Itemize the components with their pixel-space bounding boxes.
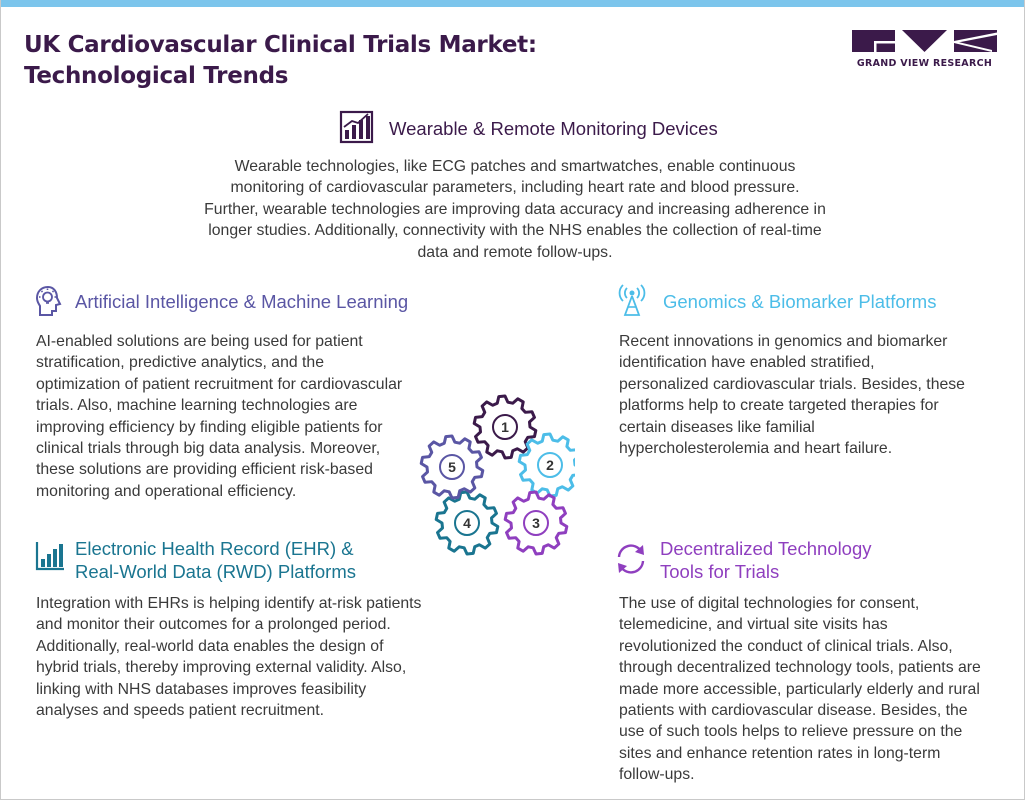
- logo-text: GRAND VIEW RESEARCH: [856, 58, 993, 69]
- genomics-text-line: platforms help to create targeted therap…: [619, 397, 939, 415]
- genomics-description: Recent innovations in genomics and bioma…: [619, 331, 989, 459]
- wearable-text-line: data and remote follow-ups.: [417, 243, 613, 261]
- page-title: UK Cardiovascular Clinical Trials Market…: [24, 30, 537, 92]
- genomics-heading: Genomics & Biomarker Platforms: [663, 291, 937, 312]
- ehr-text-line: hybrid trials, thereby improving externa…: [36, 659, 407, 677]
- gear-number: 1: [501, 419, 509, 435]
- gear-2: 2: [517, 432, 575, 498]
- wearable-text-line: monitoring of cardiovascular parameters,…: [230, 179, 800, 197]
- decentralized-text-line: sites and enhance retention rates in lon…: [619, 744, 941, 762]
- ai-text-line: clinical trials through big data analysi…: [36, 440, 381, 458]
- gear-number: 4: [463, 515, 471, 531]
- ehr-text-line: and monitor their outcomes for a prolong…: [36, 616, 391, 634]
- growth-chart-icon: [35, 542, 64, 571]
- ai-text-line: trials. Also, machine learning technolog…: [36, 397, 358, 415]
- gear-hub: [454, 510, 480, 536]
- bar-chart-icon: [339, 110, 374, 144]
- gear-hub: [523, 510, 549, 536]
- decentralized-text-line: telemedicine, and virtual site visits ha…: [619, 616, 888, 634]
- gear-outline: [517, 432, 575, 498]
- gear-4: 4: [434, 490, 500, 556]
- decentralized-heading: Decentralized Technology Tools for Trial…: [660, 537, 872, 583]
- ai-text-line: these solutions are providing efficient …: [36, 461, 373, 479]
- gear-outline: [419, 434, 485, 500]
- decentralized-heading-line-2: Tools for Trials: [660, 561, 780, 582]
- top-accent-bar: [0, 0, 1025, 7]
- genomics-text-line: hypercholesterolemia and heart failure.: [619, 440, 893, 458]
- decentralized-text-line: The use of digital technologies for cons…: [619, 595, 920, 612]
- ai-text-line: stratification, predictive analytics, an…: [36, 354, 325, 372]
- decentralized-text-line: made more accessible, particularly elder…: [619, 680, 980, 698]
- ehr-heading-line-2: Real-World Data (RWD) Platforms: [75, 561, 356, 582]
- wearable-heading: Wearable & Remote Monitoring Devices: [389, 118, 718, 139]
- gear-number: 2: [546, 457, 554, 473]
- ehr-text-line: Additionally, real-world data enables th…: [36, 637, 384, 655]
- decentralized-heading-line-1: Decentralized Technology: [660, 538, 872, 559]
- gear-outline: [503, 490, 569, 556]
- gears-diagram: 1 2 3 4 5: [419, 394, 575, 556]
- decentralized-text-line: through decentralized technology tools, …: [619, 659, 981, 677]
- ai-description: AI-enabled solutions are being used for …: [36, 331, 416, 502]
- ehr-heading-line-1: Electronic Health Record (EHR) &: [75, 538, 354, 559]
- ehr-text-line: analyses and speeds patient recruitment.: [36, 702, 325, 720]
- refresh-arrows-icon: [617, 544, 645, 574]
- ai-text-line: improving efficiency by finding eligible…: [36, 418, 383, 436]
- gear-3: 3: [503, 490, 569, 556]
- grand-view-research-logo: [852, 30, 997, 52]
- genomics-text-line: certain diseases like familial: [619, 418, 815, 436]
- gear-hub: [492, 414, 518, 440]
- ehr-text-line: linking with NHS databases improves feas…: [36, 680, 367, 698]
- decentralized-text-line: use of such tools helps to relieve press…: [619, 723, 963, 741]
- gear-outline: [472, 394, 538, 460]
- wearable-text-line: Further, wearable technologies are impro…: [204, 200, 826, 218]
- signal-tower-icon: [618, 284, 646, 316]
- gear-number: 5: [448, 459, 456, 475]
- decentralized-text-line: patients with cardiovascular disease. Be…: [619, 702, 968, 720]
- gear-1: 1: [472, 394, 538, 460]
- ehr-description: Integration with EHRs is helping identif…: [36, 593, 436, 721]
- genomics-text-line: Recent innovations in genomics and bioma…: [619, 333, 948, 350]
- ai-heading: Artificial Intelligence & Machine Learni…: [75, 291, 409, 312]
- wearable-description: Wearable technologies, like ECG patches …: [170, 156, 860, 263]
- gear-hub: [439, 454, 465, 480]
- title-line-1: UK Cardiovascular Clinical Trials Market…: [24, 32, 537, 58]
- ehr-heading: Electronic Health Record (EHR) & Real-Wo…: [75, 537, 356, 583]
- decentralized-text-line: revolutionized the conduct of clinical t…: [619, 637, 953, 655]
- ehr-text-line: Integration with EHRs is helping identif…: [36, 595, 422, 612]
- ai-text-line: monitoring and operational efficiency.: [36, 482, 297, 500]
- ai-text-line: AI-enabled solutions are being used for …: [36, 333, 363, 350]
- gear-number: 3: [532, 515, 540, 531]
- genomics-text-line: personalized cardiovascular trials. Besi…: [619, 375, 965, 393]
- wearable-text-line: longer studies. Additionally, connectivi…: [208, 222, 822, 240]
- decentralized-text-line: follow-ups.: [619, 766, 695, 784]
- gear-outline: [434, 490, 500, 556]
- wearable-text-line: Wearable technologies, like ECG patches …: [234, 158, 796, 175]
- gear-hub: [537, 452, 563, 478]
- lightbulb-head-icon: [35, 285, 62, 316]
- genomics-text-line: identification have enabled stratified,: [619, 354, 875, 372]
- gear-5: 5: [419, 434, 485, 500]
- decentralized-description: The use of digital technologies for cons…: [619, 593, 999, 786]
- ai-text-line: optimization of patient recruitment for …: [36, 375, 403, 393]
- title-line-2: Technological Trends: [24, 63, 289, 89]
